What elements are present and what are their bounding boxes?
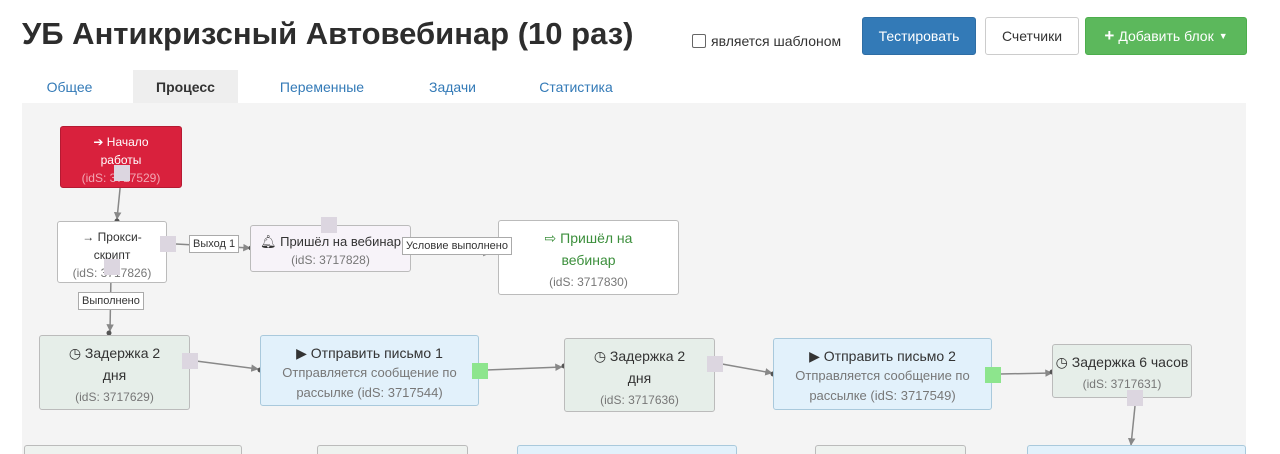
edge-delay2-send2 bbox=[721, 363, 773, 376]
block-start-title: ➔ Начало bbox=[93, 135, 149, 149]
block-delay-1-title: ◷ Задержка 2 bbox=[68, 345, 161, 361]
block-goal-title: ⇨ Пришёл на bbox=[544, 230, 633, 246]
add-block-label: Добавить блок bbox=[1118, 28, 1214, 44]
block-send-1-desc-2: рассылке (idS: 3717544) bbox=[296, 385, 443, 400]
bell-icon: 🔔︎ bbox=[259, 234, 277, 249]
clock-icon: ◷ bbox=[593, 348, 607, 364]
block-condition[interactable]: 🔔︎ Пришёл на вебинар (idS: 3717828) bbox=[250, 225, 411, 272]
output-port[interactable] bbox=[114, 165, 130, 181]
plus-icon: + bbox=[1104, 26, 1115, 45]
tab-tasks[interactable]: Задачи bbox=[428, 78, 476, 95]
block-goal[interactable]: ⇨ Пришёл на вебинар (idS: 3717830) bbox=[498, 220, 679, 295]
block-fragment[interactable] bbox=[317, 445, 468, 454]
edge-send2-delay3 bbox=[999, 369, 1053, 377]
block-delay-1[interactable]: ◷ Задержка 2 дня (idS: 3717629) bbox=[39, 335, 190, 410]
block-delay-1-id: (idS: 3717629) bbox=[75, 390, 154, 404]
block-fragment[interactable] bbox=[815, 445, 966, 454]
caret-down-icon: ▼ bbox=[1218, 31, 1228, 41]
tab-statistics[interactable]: Статистика bbox=[539, 78, 613, 95]
block-delay-2-title: ◷ Задержка 2 bbox=[593, 348, 686, 364]
edge-delay3-next bbox=[1127, 405, 1136, 446]
output-port[interactable] bbox=[182, 353, 198, 369]
edge-send1-delay2 bbox=[485, 363, 563, 372]
clock-icon: ◷ bbox=[68, 345, 82, 361]
block-send-2-desc: Отправляется сообщение по bbox=[795, 368, 970, 383]
output-port[interactable] bbox=[160, 236, 176, 252]
output-port[interactable] bbox=[985, 367, 1001, 383]
block-delay-3-id: (idS: 3717631) bbox=[1082, 377, 1162, 391]
checkbox-box[interactable] bbox=[692, 34, 706, 48]
block-delay-2-id: (idS: 3717636) bbox=[600, 393, 679, 407]
block-start-title-2: работы bbox=[100, 153, 142, 167]
edge-label-exit1: Выход 1 bbox=[189, 235, 240, 253]
tab-process[interactable]: Процесс bbox=[133, 70, 238, 103]
template-checkbox-label: является шаблоном bbox=[711, 33, 842, 49]
tab-variables[interactable]: Переменные bbox=[279, 78, 365, 95]
block-goal-id: (idS: 3717830) bbox=[549, 275, 628, 289]
block-fragment[interactable] bbox=[517, 445, 737, 454]
template-checkbox[interactable]: является шаблоном bbox=[692, 33, 841, 49]
block-delay-2[interactable]: ◷ Задержка 2 дня (idS: 3717636) bbox=[564, 338, 715, 412]
play-icon: ▶ bbox=[296, 345, 307, 361]
block-fragment[interactable] bbox=[1027, 445, 1246, 454]
block-fragment[interactable] bbox=[24, 445, 242, 454]
clock-icon: ◷ bbox=[1055, 354, 1068, 370]
sign-out-icon: ⇨ bbox=[544, 230, 557, 246]
edge-label-condition-met: Условие выполнено bbox=[402, 237, 512, 255]
output-port[interactable] bbox=[104, 259, 120, 275]
add-block-button[interactable]: + Добавить блок ▼ bbox=[1085, 17, 1247, 55]
output-port[interactable] bbox=[472, 363, 488, 379]
tab-general[interactable]: Общее bbox=[46, 78, 93, 95]
input-port[interactable] bbox=[321, 217, 337, 233]
block-send-2[interactable]: ▶ Отправить письмо 2 Отправляется сообще… bbox=[773, 338, 992, 410]
block-goal-title-2: вебинар bbox=[561, 252, 616, 268]
edge-delay1-send1 bbox=[195, 360, 259, 372]
block-condition-title: 🔔︎ Пришёл на вебинар bbox=[259, 234, 402, 249]
sign-in-icon: ➔ bbox=[93, 135, 104, 149]
block-proxy-title: → Прокси- bbox=[82, 230, 142, 244]
play-icon: ▶ bbox=[809, 348, 820, 364]
block-send-1-desc: Отправляется сообщение по bbox=[282, 365, 457, 380]
block-send-2-title: ▶ Отправить письмо 2 bbox=[809, 348, 956, 364]
output-port[interactable] bbox=[707, 356, 723, 372]
block-send-1[interactable]: ▶ Отправить письмо 1 Отправляется сообще… bbox=[260, 335, 479, 406]
block-send-1-title: ▶ Отправить письмо 1 bbox=[296, 345, 443, 361]
page-title: УБ Антикризсный Автовебинар (10 раз) bbox=[22, 16, 634, 51]
block-condition-id: (idS: 3717828) bbox=[291, 253, 370, 267]
arrow-right-icon: → bbox=[82, 230, 95, 244]
block-delay-3[interactable]: ◷ Задержка 6 часов (idS: 3717631) bbox=[1052, 344, 1192, 398]
output-port[interactable] bbox=[1127, 390, 1143, 406]
block-delay-2-title-2: дня bbox=[627, 370, 652, 386]
counters-button[interactable]: Счетчики bbox=[985, 17, 1079, 55]
block-delay-3-title: ◷ Задержка 6 часов bbox=[1055, 354, 1189, 370]
block-delay-1-title-2: дня bbox=[102, 367, 127, 383]
edge-label-done: Выполнено bbox=[78, 292, 144, 310]
test-button[interactable]: Тестировать bbox=[862, 17, 976, 55]
process-canvas[interactable]: ➔ Начало работы (idS: 3717529) → Прокси-… bbox=[22, 103, 1246, 454]
block-send-2-desc-2: рассылке (idS: 3717549) bbox=[809, 388, 956, 403]
block-proxy-title-2: скрипт bbox=[93, 248, 131, 262]
